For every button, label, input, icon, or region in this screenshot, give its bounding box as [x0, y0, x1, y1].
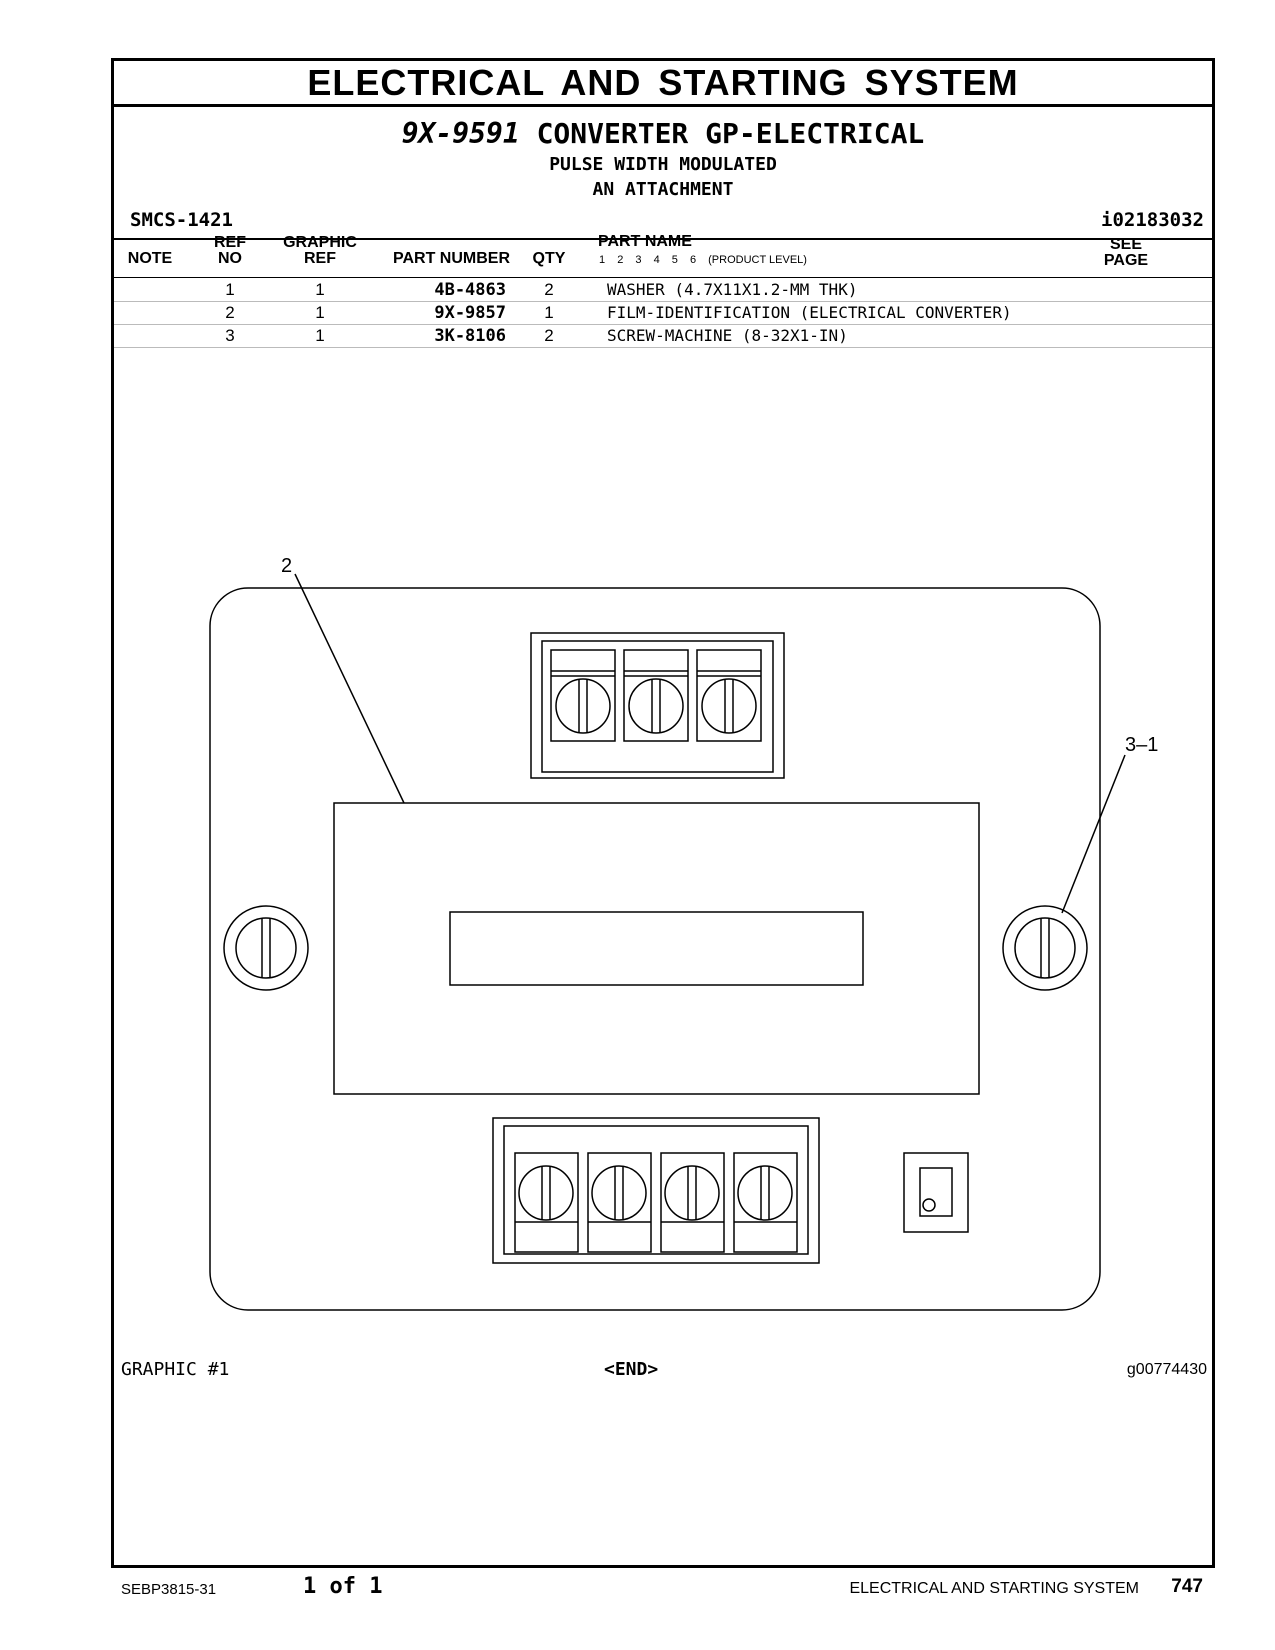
leader-line-screw	[1061, 754, 1126, 914]
col-partname-header: PART NAME	[598, 233, 692, 250]
section-title: ELECTRICAL AND STARTING SYSTEM	[114, 61, 1212, 107]
bottom-terminal-block	[492, 1117, 820, 1264]
leader-line-film	[294, 573, 405, 804]
graphic-ref: 1	[315, 280, 325, 299]
part-number: 3K-8106	[434, 326, 506, 346]
part-name: FILM-IDENTIFICATION (ELECTRICAL CONVERTE…	[607, 303, 1012, 322]
col-qty-header: QTY	[532, 250, 566, 267]
group-title: 9X-9591 CONVERTER GP-ELECTRICAL	[114, 117, 1212, 151]
col-note-header: NOTE	[127, 250, 173, 267]
page-frame: ELECTRICAL AND STARTING SYSTEM 9X-9591 C…	[111, 58, 1215, 1568]
group-subtitle-2: AN ATTACHMENT	[592, 179, 734, 200]
col-seepage-header-1: SEE	[1109, 236, 1142, 253]
group-name: CONVERTER GP-ELECTRICAL	[536, 117, 925, 150]
part-number: 4B-4863	[434, 280, 506, 300]
left-screw	[223, 905, 309, 991]
table-header-divider	[114, 277, 1212, 278]
indicator-switch	[903, 1152, 969, 1233]
page-number: 747	[1171, 1576, 1203, 1597]
product-level-6: 6	[689, 254, 697, 266]
table-row: 2 1 9X-9857 1 FILM-IDENTIFICATION (ELECT…	[114, 302, 1212, 325]
graphic-label: GRAPHIC #1	[121, 1359, 230, 1380]
end-marker: <END>	[604, 1359, 659, 1380]
ref-no: 1	[225, 280, 235, 299]
col-refno-header-1: REF	[214, 234, 246, 251]
ref-no: 2	[225, 303, 235, 322]
col-graphicref-header-2: REF	[304, 250, 336, 267]
col-graphicref-header-1: GRAPHIC	[283, 234, 357, 251]
table-row: 1 1 4B-4863 2 WASHER (4.7X11X1.2-MM THK)	[114, 279, 1212, 302]
part-number: 9X-9857	[434, 303, 506, 323]
product-level-5: 5	[671, 254, 678, 266]
qty: 2	[544, 280, 554, 299]
callout-film: 2	[281, 555, 292, 577]
right-screw	[1002, 905, 1088, 991]
callout-screw: 3–1	[1125, 734, 1158, 756]
illustration-id: i02183032	[1101, 209, 1204, 231]
film-window	[449, 911, 864, 986]
smcs-code: SMCS-1421	[130, 209, 233, 231]
qty: 1	[544, 303, 554, 322]
part-name: WASHER (4.7X11X1.2-MM THK)	[607, 280, 858, 299]
product-level-1: 1	[599, 254, 606, 266]
col-seepage-header-2: PAGE	[1103, 252, 1149, 269]
col-partnumber-header: PART NUMBER	[392, 250, 510, 267]
product-level-3: 3	[635, 254, 642, 266]
product-level-row: 1 2 3 4 5 6 (PRODUCT LEVEL)	[599, 254, 816, 266]
top-terminal-block	[530, 632, 785, 779]
ref-no: 3	[225, 326, 235, 345]
page-count: 1 of 1	[303, 1574, 383, 1599]
graphic-ref: 1	[315, 303, 325, 322]
product-level-2: 2	[617, 254, 624, 266]
col-refno-header-2: NO	[218, 250, 242, 267]
product-level-4: 4	[653, 254, 660, 266]
header-divider	[114, 238, 1212, 240]
qty: 2	[544, 326, 554, 345]
graphic-id: g00774430	[1126, 1361, 1207, 1378]
graphic-ref: 1	[315, 326, 325, 345]
footer-section: ELECTRICAL AND STARTING SYSTEM	[849, 1580, 1139, 1597]
base-plate	[209, 587, 1101, 1311]
product-level-label: (PRODUCT LEVEL)	[708, 254, 807, 266]
part-name: SCREW-MACHINE (8-32X1-IN)	[607, 326, 848, 345]
group-subtitle-1: PULSE WIDTH MODULATED	[549, 154, 777, 175]
doc-number: SEBP3815-31	[121, 1581, 217, 1598]
table-row: 3 1 3K-8106 2 SCREW-MACHINE (8-32X1-IN)	[114, 325, 1212, 348]
identification-film	[333, 802, 980, 1095]
group-part-number: 9X-9591	[401, 117, 520, 150]
